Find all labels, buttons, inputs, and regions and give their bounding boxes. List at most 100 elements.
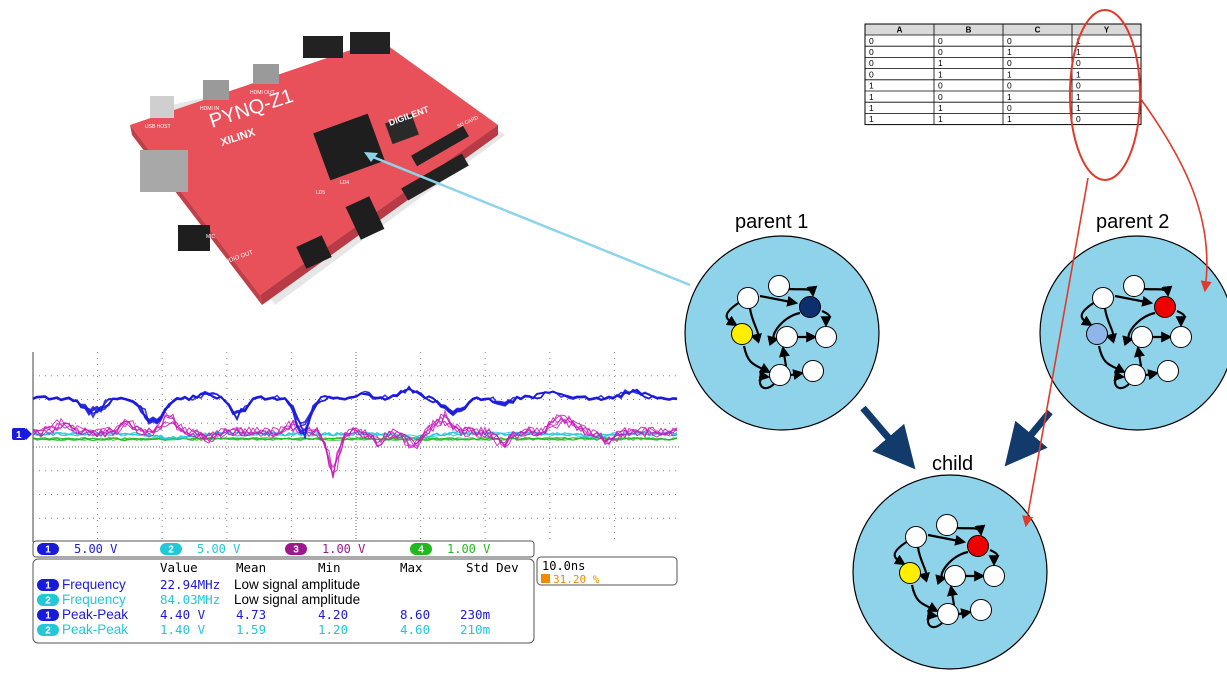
table-cell: 0 bbox=[869, 58, 874, 68]
header-top-2 bbox=[350, 32, 390, 54]
measurement-value: 84.03MHz bbox=[160, 592, 220, 607]
network-edge bbox=[988, 548, 1000, 567]
network-edge bbox=[956, 524, 986, 537]
timebase-box bbox=[536, 556, 678, 586]
measurement-min: 1.20 bbox=[318, 622, 348, 637]
network-node bbox=[768, 275, 790, 297]
channel-badge-4 bbox=[410, 543, 432, 555]
table-cell: 1 bbox=[869, 92, 874, 102]
silk-mic: MIC bbox=[206, 234, 216, 240]
measurement-note: Low signal amplitude bbox=[234, 592, 360, 607]
scope-grid-area bbox=[33, 352, 679, 542]
channel-badge-num: 1 bbox=[45, 545, 51, 556]
measurement-header: Min bbox=[318, 560, 341, 575]
measurement-name: Peak-Peak bbox=[62, 622, 128, 637]
arrow-table-to-parent2-node bbox=[1139, 97, 1212, 293]
board-connector-arrowhead bbox=[364, 152, 378, 162]
table-cell: 1 bbox=[1076, 92, 1081, 102]
table-header-cell: B bbox=[966, 26, 972, 35]
pynq-board-photo: PYNQ-Z1 XILINX DIGILENT HDMI IN HDMI OUT… bbox=[130, 32, 505, 305]
table-cell: 1 bbox=[869, 81, 874, 91]
channel-scale-4: 1.00 V bbox=[447, 542, 490, 556]
silk-hdmi-out: HDMI OUT bbox=[250, 90, 275, 96]
measurement-value: 1.40 V bbox=[160, 622, 206, 637]
arrow-parent2-to-child bbox=[1004, 409, 1053, 467]
measurement-mean: 4.73 bbox=[236, 607, 266, 622]
measurement-badge-num: 2 bbox=[45, 596, 51, 607]
measurement-mean: 1.59 bbox=[236, 622, 266, 637]
table-cell: 0 bbox=[869, 69, 874, 79]
label-child: child bbox=[932, 453, 973, 475]
table-cell: 0 bbox=[1076, 58, 1081, 68]
channel-scale-1: 5.00 V bbox=[74, 542, 117, 556]
silk-usb-host: USB HOST bbox=[145, 124, 171, 130]
table-cell: 1 bbox=[938, 58, 943, 68]
network-edge bbox=[759, 294, 799, 307]
network-parent2 bbox=[1039, 235, 1227, 431]
trace-ch3 bbox=[32, 415, 678, 474]
measurement-badge-num: 2 bbox=[45, 626, 51, 637]
network-edge bbox=[1080, 301, 1096, 327]
network-edge bbox=[820, 309, 832, 328]
channel-badge-2 bbox=[160, 543, 182, 555]
network-edge bbox=[748, 307, 762, 344]
network-node bbox=[970, 599, 992, 621]
table-cell: 1 bbox=[1076, 47, 1081, 57]
network-edge bbox=[1114, 294, 1154, 307]
network-edge bbox=[947, 584, 958, 606]
trigger-value: 31.20 % bbox=[553, 573, 600, 586]
board-pcb bbox=[130, 40, 498, 295]
network-node bbox=[967, 535, 989, 557]
measurement-header: Value bbox=[160, 560, 198, 575]
network-node bbox=[802, 360, 824, 382]
measurement-badge-num: 1 bbox=[45, 611, 51, 622]
table-cell: 0 bbox=[1007, 103, 1012, 113]
table-cell: 0 bbox=[938, 47, 943, 57]
network-node bbox=[936, 514, 958, 536]
network-node bbox=[737, 287, 759, 309]
pmod-header-2 bbox=[411, 125, 469, 167]
table-cell: 0 bbox=[938, 36, 943, 46]
channel-badge-num: 4 bbox=[418, 545, 424, 556]
network-node bbox=[1123, 275, 1145, 297]
measurement-std: 210m bbox=[460, 622, 490, 637]
measurement-header: Max bbox=[400, 560, 423, 575]
scope-grid bbox=[32, 352, 679, 542]
label-parent2: parent 2 bbox=[1096, 211, 1169, 233]
channel-badge-num: 3 bbox=[293, 545, 299, 556]
network-node bbox=[1157, 360, 1179, 382]
measurement-std: 230m bbox=[460, 607, 490, 622]
usb-port bbox=[150, 96, 174, 118]
measurement-header: Mean bbox=[236, 560, 266, 575]
network-node bbox=[1124, 364, 1146, 386]
measurement-badge bbox=[37, 609, 59, 621]
measurement-value: 4.40 V bbox=[160, 607, 206, 622]
network-edge bbox=[767, 311, 801, 347]
audio-jack bbox=[178, 225, 210, 251]
network-node bbox=[937, 603, 959, 625]
network-edge bbox=[935, 550, 969, 586]
network-edge bbox=[1143, 285, 1173, 298]
trace-ch3 bbox=[32, 414, 678, 477]
table-cell: 1 bbox=[869, 114, 874, 124]
table-header-cell: C bbox=[1035, 26, 1041, 35]
network-edge bbox=[1134, 345, 1145, 367]
measurement-max: 4.60 bbox=[400, 622, 430, 637]
table-cell: 0 bbox=[1076, 114, 1081, 124]
network-child bbox=[852, 474, 1048, 670]
pmod-header-1 bbox=[401, 153, 469, 201]
channel-scale-3: 1.00 V bbox=[322, 542, 365, 556]
hdmi-port-1 bbox=[203, 80, 229, 100]
network-edge bbox=[1122, 311, 1156, 347]
fpga-chip bbox=[313, 113, 385, 181]
table-cell: 1 bbox=[1007, 114, 1012, 124]
measurement-max: 8.60 bbox=[400, 607, 430, 622]
measurement-name: Frequency bbox=[62, 577, 126, 592]
channel-scale-bar bbox=[32, 540, 535, 558]
network-edge bbox=[958, 608, 973, 619]
silk-ld5: LD5 bbox=[316, 190, 325, 196]
label-parent1: parent 1 bbox=[735, 211, 808, 233]
table-cell: 1 bbox=[1076, 69, 1081, 79]
